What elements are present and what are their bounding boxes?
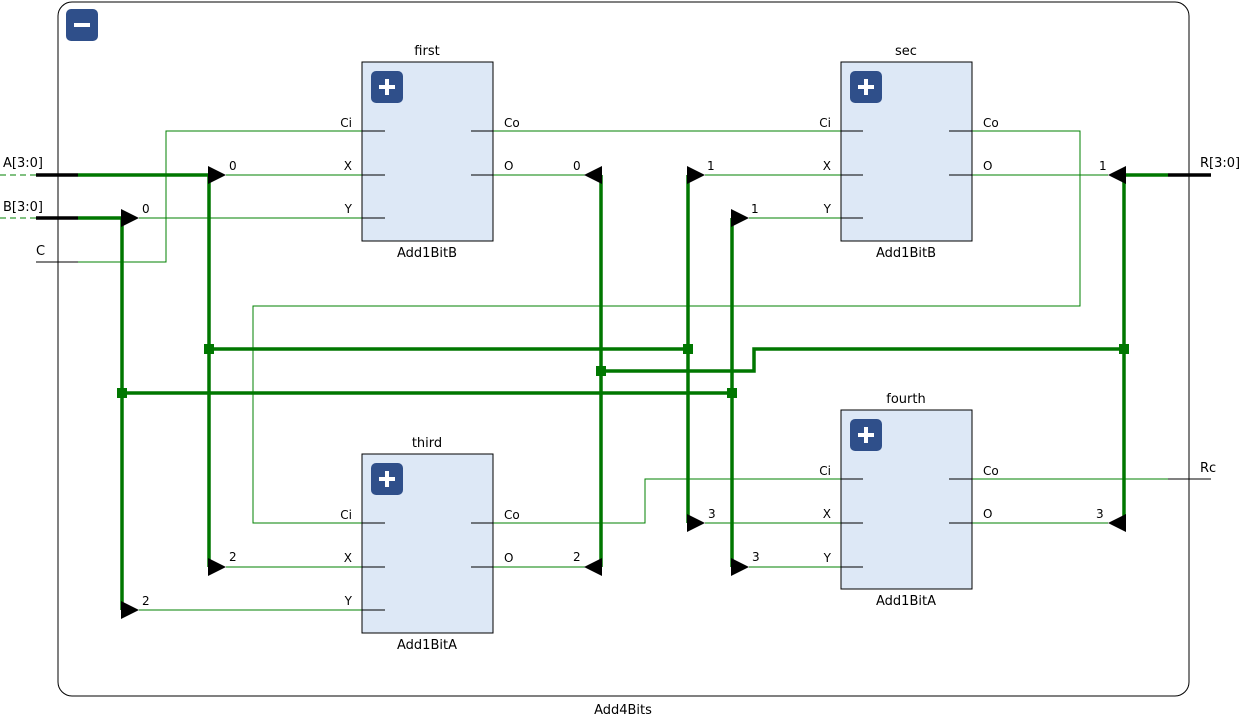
block-fourth[interactable]: fourth Ci X Y Co O Add1BitA bbox=[819, 392, 998, 609]
port-c-label: C bbox=[36, 244, 45, 259]
pin-label: Ci bbox=[819, 464, 831, 478]
bit-index-label: 1 bbox=[707, 159, 715, 173]
bus-wires bbox=[78, 173, 1168, 610]
pin-label: X bbox=[823, 507, 831, 521]
pin-label: X bbox=[344, 159, 352, 173]
ripper-r3 bbox=[1108, 514, 1126, 532]
bit-index-labels: 0 0 0 1 1 1 2 2 2 3 3 3 bbox=[142, 159, 1107, 608]
port-c[interactable]: C bbox=[36, 244, 78, 263]
pin-label: X bbox=[344, 551, 352, 565]
pin-label: Co bbox=[504, 116, 520, 130]
ripper-b0 bbox=[121, 209, 139, 227]
block-sec-instance: sec bbox=[895, 44, 917, 59]
pin-label: Co bbox=[983, 464, 999, 478]
expand-sec-button[interactable] bbox=[850, 71, 882, 103]
block-fourth-type: Add1BitA bbox=[876, 594, 936, 609]
bit-index-label: 1 bbox=[751, 202, 759, 216]
bit-index-label: 3 bbox=[752, 550, 760, 564]
ripper-r0 bbox=[584, 166, 602, 184]
bit-index-label: 0 bbox=[573, 159, 581, 173]
bit-index-label: 2 bbox=[573, 550, 581, 564]
bit-wires bbox=[139, 174, 1108, 611]
pin-label: O bbox=[983, 507, 992, 521]
ripper-a0 bbox=[208, 166, 226, 184]
block-third-type: Add1BitA bbox=[397, 638, 457, 653]
block-first[interactable]: first Ci X Y Co O Add1BitB bbox=[340, 44, 519, 261]
port-rc-label: Rc bbox=[1200, 461, 1216, 476]
block-sec-type: Add1BitB bbox=[876, 246, 936, 261]
block-third-instance: third bbox=[412, 436, 442, 451]
block-first-type: Add1BitB bbox=[397, 246, 457, 261]
bit-index-label: 3 bbox=[1096, 507, 1104, 521]
ripper-a2 bbox=[208, 558, 226, 576]
pin-label: O bbox=[504, 551, 513, 565]
block-fourth-instance: fourth bbox=[886, 392, 925, 407]
ripper-r1 bbox=[1108, 166, 1126, 184]
bit-index-label: 0 bbox=[229, 159, 237, 173]
port-b-label: B[3:0] bbox=[3, 200, 43, 215]
ripper-a1 bbox=[687, 166, 705, 184]
pin-label: Ci bbox=[340, 508, 352, 522]
pin-label: O bbox=[983, 159, 992, 173]
pin-label: Co bbox=[504, 508, 520, 522]
pin-label: Y bbox=[344, 594, 353, 608]
bit-index-label: 0 bbox=[142, 202, 150, 216]
module-name: Add4Bits bbox=[594, 703, 652, 718]
bus-junctions bbox=[117, 344, 1129, 398]
bit-index-label: 3 bbox=[708, 507, 716, 521]
block-third[interactable]: third Ci X Y Co O Add1BitA bbox=[340, 436, 519, 653]
pin-label: Ci bbox=[340, 116, 352, 130]
ripper-b1 bbox=[731, 209, 749, 227]
carry-wires bbox=[78, 130, 1168, 524]
pin-label: X bbox=[823, 159, 831, 173]
bit-index-label: 2 bbox=[229, 550, 237, 564]
expand-fourth-button[interactable] bbox=[850, 419, 882, 451]
pin-label: Ci bbox=[819, 116, 831, 130]
pin-label: Y bbox=[823, 202, 832, 216]
ripper-b2 bbox=[121, 601, 139, 619]
pin-label: O bbox=[504, 159, 513, 173]
ripper-r2 bbox=[584, 558, 602, 576]
bit-index-label: 2 bbox=[142, 594, 150, 608]
pin-label: Y bbox=[344, 202, 353, 216]
port-r-label: R[3:0] bbox=[1200, 156, 1240, 171]
block-first-instance: first bbox=[414, 44, 439, 59]
pin-label: Co bbox=[983, 116, 999, 130]
expand-third-button[interactable] bbox=[371, 463, 403, 495]
pin-label: Y bbox=[823, 551, 832, 565]
port-a-label: A[3:0] bbox=[3, 156, 43, 171]
bus-rippers bbox=[121, 166, 1126, 619]
expand-first-button[interactable] bbox=[371, 71, 403, 103]
port-b[interactable]: B[3:0] bbox=[0, 200, 78, 220]
block-sec[interactable]: sec Ci X Y Co O Add1BitB bbox=[819, 44, 998, 261]
port-rc[interactable]: Rc bbox=[1168, 461, 1216, 480]
collapse-button[interactable] bbox=[66, 9, 98, 41]
ripper-b3 bbox=[731, 558, 749, 576]
ripper-a3 bbox=[687, 514, 705, 532]
port-r[interactable]: R[3:0] bbox=[1168, 156, 1240, 177]
bit-index-label: 1 bbox=[1099, 159, 1107, 173]
port-a[interactable]: A[3:0] bbox=[0, 156, 78, 177]
